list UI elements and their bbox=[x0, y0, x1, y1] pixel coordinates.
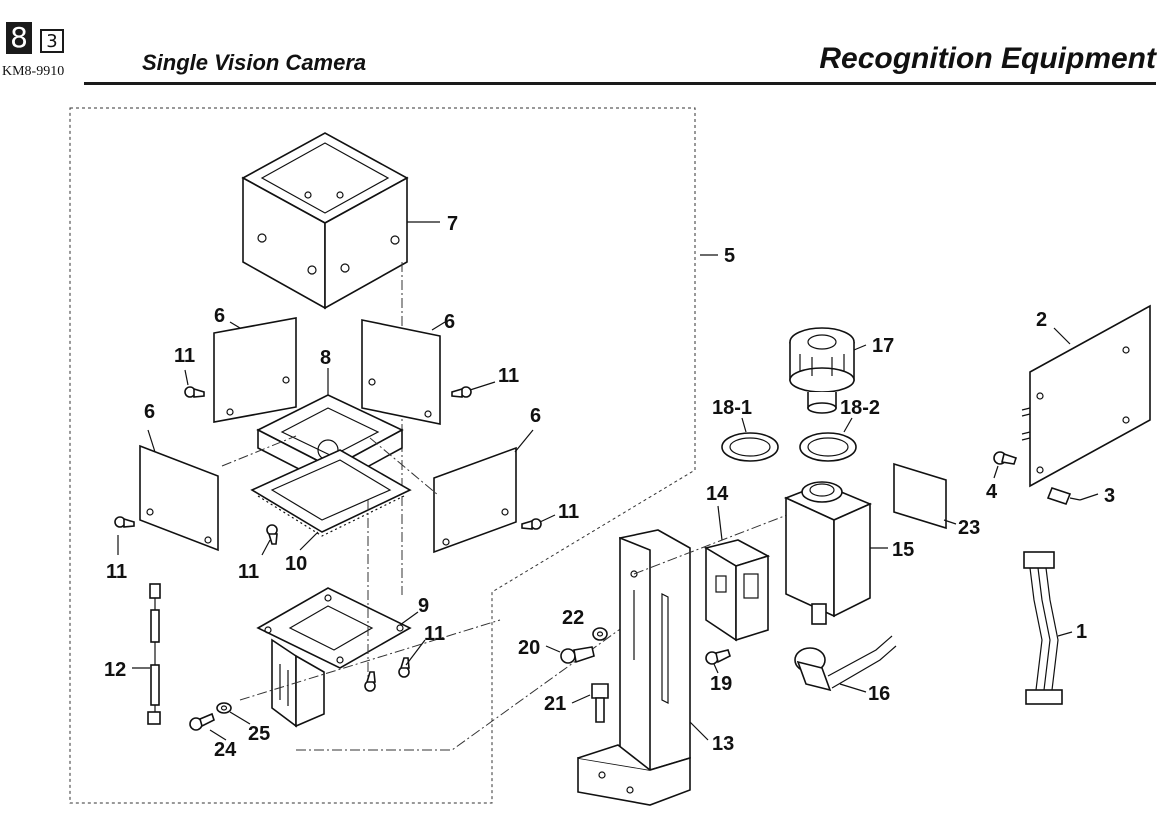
part-21-bolt bbox=[591, 683, 609, 723]
part-7-hood bbox=[241, 132, 409, 310]
part-6-panel-bottom-right bbox=[433, 446, 517, 554]
label-2: 2 bbox=[1036, 309, 1047, 331]
header-bar: Single Vision Camera Recognition Equipme… bbox=[84, 20, 1156, 85]
part-20-screw bbox=[560, 646, 595, 664]
part-18-1-ring bbox=[721, 432, 779, 462]
part-11-screws bbox=[114, 386, 542, 692]
part-22-washer bbox=[592, 627, 608, 641]
page-title: Recognition Equipment bbox=[819, 42, 1156, 75]
label-20: 20 bbox=[518, 637, 540, 659]
page-subtitle: Single Vision Camera bbox=[142, 50, 367, 75]
assembly-5-boundary bbox=[69, 107, 696, 804]
part-4-screw bbox=[993, 451, 1018, 465]
label-4: 4 bbox=[986, 481, 998, 503]
part-6-panel-bottom-left bbox=[139, 444, 219, 552]
part-17-lens bbox=[789, 327, 855, 414]
label-11c: 11 bbox=[106, 561, 127, 583]
label-13: 13 bbox=[712, 733, 734, 755]
part-23-filter bbox=[893, 462, 947, 530]
part-15-camera bbox=[783, 481, 873, 625]
chapter-badge: 8 bbox=[6, 22, 32, 54]
label-11d: 11 bbox=[238, 561, 259, 583]
part-9-base-bracket bbox=[256, 587, 412, 728]
model-code: KM8-9910 bbox=[2, 64, 65, 79]
label-3: 3 bbox=[1104, 485, 1115, 507]
label-1: 1 bbox=[1076, 621, 1087, 643]
label-21: 21 bbox=[544, 693, 566, 715]
label-8: 8 bbox=[320, 347, 331, 369]
label-24: 24 bbox=[214, 739, 237, 761]
part-19-screw bbox=[705, 649, 731, 665]
label-22: 22 bbox=[562, 607, 584, 629]
label-11e: 11 bbox=[558, 501, 579, 523]
label-6b: 6 bbox=[444, 311, 455, 333]
label-6d: 6 bbox=[530, 405, 541, 427]
part-12-cable bbox=[147, 583, 161, 725]
label-9: 9 bbox=[418, 595, 429, 617]
label-5: 5 bbox=[724, 245, 735, 267]
part-24-screw bbox=[189, 712, 215, 731]
label-15: 15 bbox=[892, 539, 914, 561]
label-18-2: 18-2 bbox=[840, 397, 880, 419]
label-11a: 11 bbox=[174, 345, 195, 367]
part-25-washer bbox=[216, 702, 232, 714]
part-6-panel-top-right bbox=[361, 319, 441, 425]
label-11b: 11 bbox=[498, 365, 519, 387]
part-3-standoff bbox=[1046, 487, 1081, 505]
part-18-2-ring bbox=[799, 432, 857, 462]
part-6-panel-top-left bbox=[213, 317, 297, 423]
label-23: 23 bbox=[958, 517, 980, 539]
section-badge: 3 bbox=[40, 29, 64, 53]
part-14-block bbox=[703, 539, 771, 642]
label-14: 14 bbox=[706, 483, 729, 505]
label-7: 7 bbox=[447, 213, 458, 235]
label-19: 19 bbox=[710, 673, 732, 695]
label-12: 12 bbox=[104, 659, 126, 681]
label-10: 10 bbox=[285, 553, 307, 575]
part-10-led-ring bbox=[250, 449, 412, 537]
label-11f: 11 bbox=[424, 623, 445, 645]
part-2-pcb bbox=[1021, 304, 1151, 488]
label-16: 16 bbox=[868, 683, 890, 705]
label-6c: 6 bbox=[144, 401, 155, 423]
part-1-ribbon-cable bbox=[1023, 551, 1063, 705]
part-16-connector bbox=[794, 635, 897, 692]
part-13-l-bracket bbox=[577, 529, 691, 806]
label-6a: 6 bbox=[214, 305, 225, 327]
label-25: 25 bbox=[248, 723, 270, 745]
label-18-1: 18-1 bbox=[712, 397, 752, 419]
label-17: 17 bbox=[872, 335, 894, 357]
